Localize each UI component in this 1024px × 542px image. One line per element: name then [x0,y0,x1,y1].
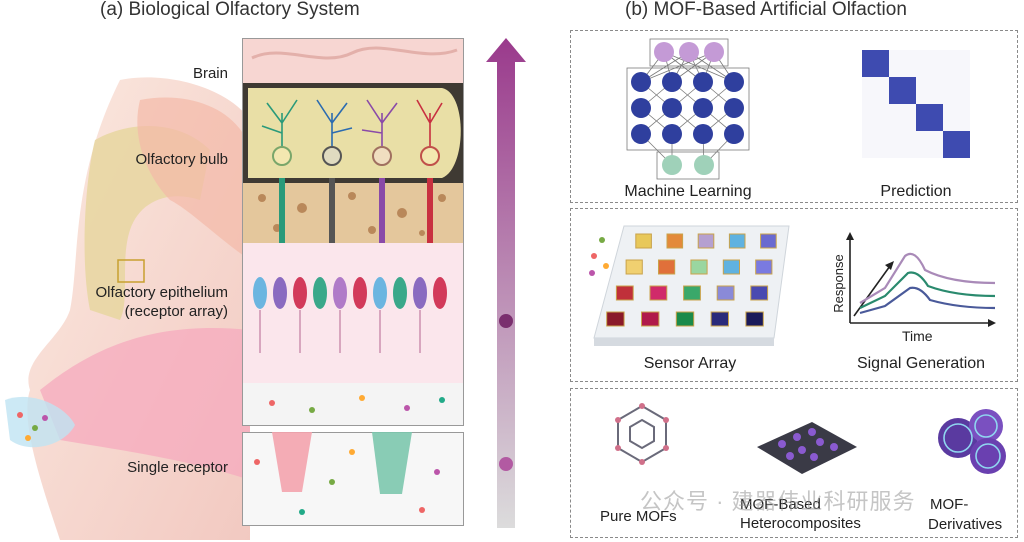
panel-b-title: (b) MOF-Based Artificial Olfaction [625,0,907,20]
sensor-cell [722,259,741,275]
caption-prediction: Prediction [880,183,952,200]
olfactory-cross-section [242,38,464,426]
sensor-cell [625,259,643,275]
caption-pure-mofs: Pure MOFs [600,508,677,525]
sensor-cell [716,285,735,301]
box-sensor-array [570,208,1018,382]
sensor-cell [683,285,701,301]
sensor-cell [675,311,695,327]
sensor-cell [635,233,652,249]
epithelium-layer [243,243,463,383]
brain-layer [243,39,463,83]
caption-heterocomposites-line1: MOF-Based [740,496,821,513]
receptor-green [372,432,412,494]
sensor-array-illustration [589,225,790,346]
sensor-cell [750,285,769,301]
epithelium-marker [117,259,145,283]
caption-signal-generation: Signal Generation [856,355,986,372]
mof-derivatives-illustration [938,409,1006,474]
label-olfactory-bulb: Olfactory bulb [135,151,228,168]
hierarchy-arrow [486,38,526,528]
pure-mof-structure [615,403,669,465]
head-illustration [27,77,250,540]
label-brain: Brain [192,65,228,82]
prediction-diagonal-matrix [862,50,970,158]
brain-fold [137,97,250,260]
sensor-cell [690,259,708,275]
signal-y-axis-label: Response [830,254,846,313]
caption-derivatives-line1: MOF- [930,496,969,513]
single-receptor-box [242,432,464,526]
sensor-cell [745,311,764,327]
watermark: 公众号 · 建器伟业科研服务 [640,489,916,514]
sensor-cell [615,285,634,301]
sensor-cell [606,311,625,327]
receptor-red [272,432,312,492]
label-receptor-array: (receptor array) [124,303,228,320]
label-single-receptor: Single receptor [127,459,228,476]
sensor-cell [666,233,684,249]
caption-heterocomposites-line2: Heterocomposites [740,515,861,532]
sensor-cell [697,233,715,249]
caption-derivatives-line2: Derivatives [928,516,1003,533]
box-machine-learning [570,30,1018,203]
caption-machine-learning: Machine Learning [624,183,752,200]
sensor-cell [728,233,746,249]
sensor-cell [641,311,660,327]
sensor-cell [710,311,729,327]
arrow-marker-receptor [499,457,513,471]
signal-generation-plot [846,232,996,327]
nasal-cavity [40,328,250,480]
sensor-cell [755,259,773,275]
label-epithelium: Olfactory epithelium [95,284,228,301]
caption-sensor-array: Sensor Array [643,355,737,372]
heterocomposite-illustration [757,422,857,474]
sensor-cell [760,233,777,249]
sensor-cell [649,285,668,301]
arrow-marker-epithelium [499,314,513,328]
odor-cloud [5,396,75,448]
olfactory-bulb-shape [248,88,461,178]
box-mof-types [570,388,1018,538]
neural-network-diagram [626,38,750,180]
panel-a-title: (a) Biological Olfactory System [100,0,360,20]
signal-x-axis-label: Time [902,328,933,344]
sensor-cell [658,259,676,275]
